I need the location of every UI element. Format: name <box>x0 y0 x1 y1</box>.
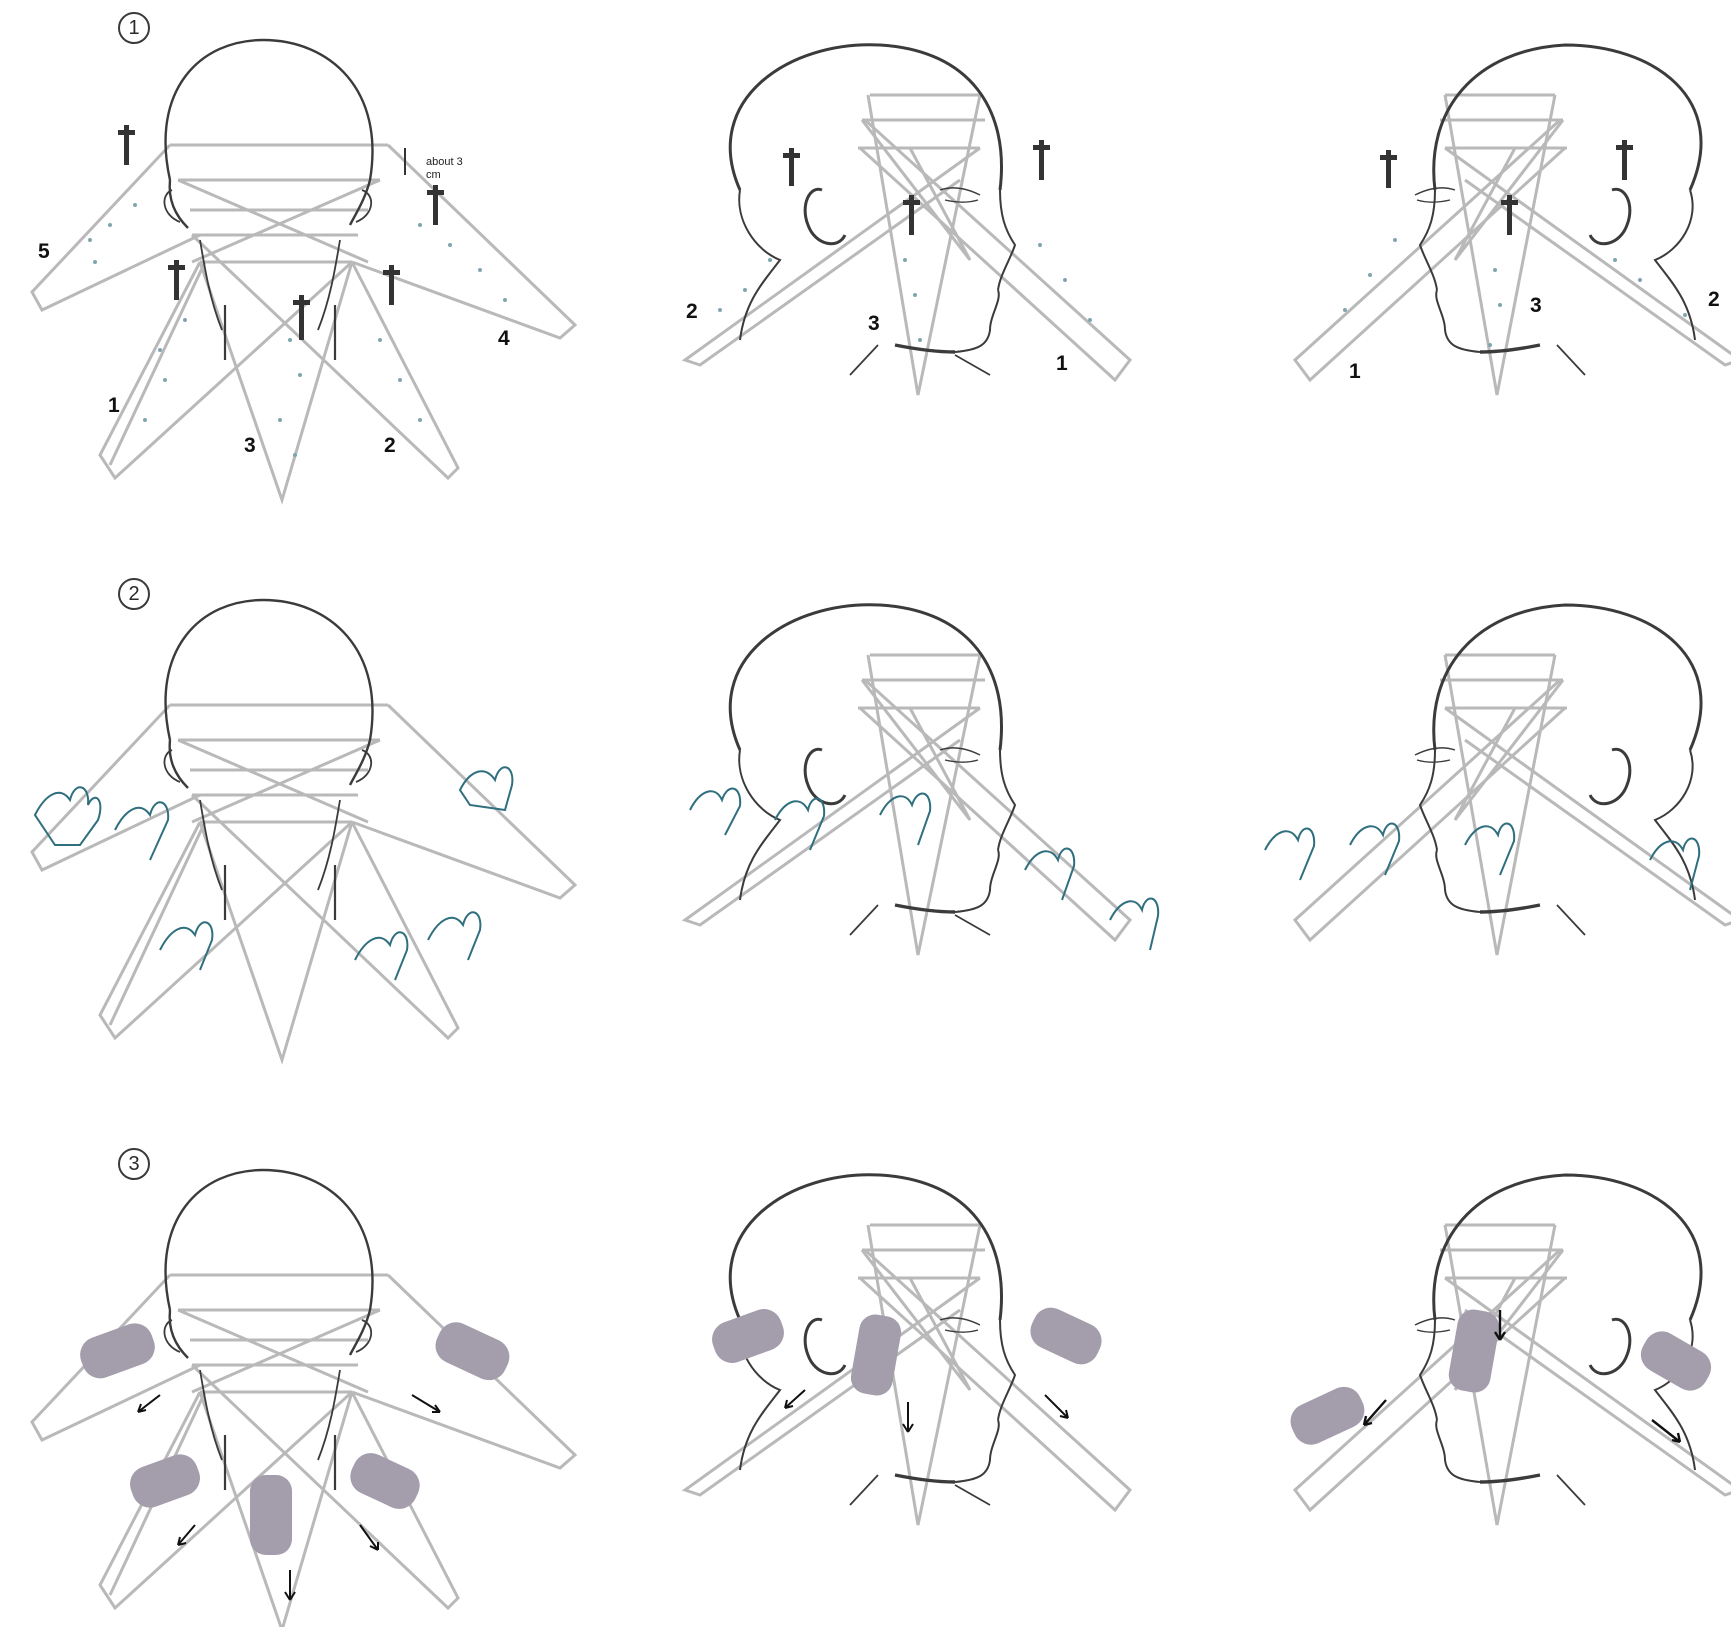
side-right-label-3: 3 <box>868 312 880 335</box>
side-right-label-2: 2 <box>686 300 698 323</box>
brush-icons <box>75 1316 515 1555</box>
row-3-side-left-view <box>1285 1175 1731 1525</box>
tape-label-3: 3 <box>244 434 256 457</box>
side-left-label-2: 2 <box>1708 288 1720 311</box>
row-3-back-view <box>32 1170 575 1627</box>
tape-label-4: 4 <box>498 327 510 350</box>
row-1-side-right-view: 2 3 1 <box>685 45 1130 395</box>
tape-label-1: 1 <box>108 394 120 417</box>
row-2-back-view <box>32 600 575 1060</box>
row-3-side-right-view <box>685 1175 1130 1525</box>
side-right-label-1: 1 <box>1056 352 1068 375</box>
row-1-back-view: about 3 cm 5 4 1 3 2 <box>32 40 575 500</box>
tape-label-5: 5 <box>38 240 50 263</box>
side-left-label-1: 1 <box>1349 360 1361 383</box>
tape-dots <box>88 203 507 457</box>
row-2-side-left-view <box>1265 605 1731 955</box>
row-2-side-right-view <box>685 605 1158 955</box>
tape-label-2: 2 <box>384 434 396 457</box>
spacing-note-line2: cm <box>426 169 441 181</box>
row-1-side-left-view: 1 3 2 <box>1295 45 1731 395</box>
side-left-label-3: 3 <box>1530 294 1542 317</box>
spacing-note-line1: about 3 <box>426 156 463 168</box>
